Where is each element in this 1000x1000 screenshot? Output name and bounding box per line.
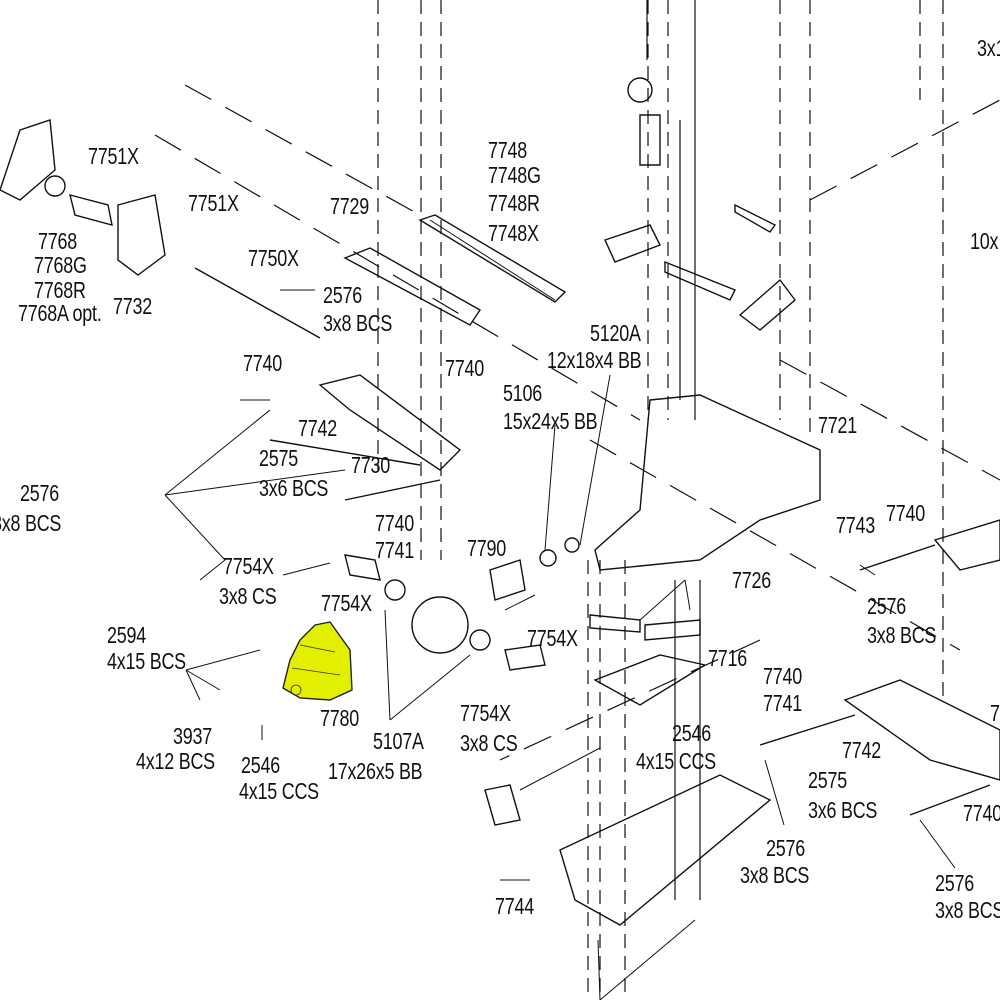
part-label: 7729 [330,193,369,219]
part-label: 2594 [107,622,146,648]
part-label: 3x8 BCS [867,622,937,648]
part-label: 7780 [320,705,359,731]
part-label: 2546 [241,752,280,778]
part-label: 7751X [188,190,239,216]
part-outlines [0,77,1000,926]
highlighted-part-7780[interactable] [282,621,353,701]
part-label: 7 [990,700,1000,726]
part-label: 7744 [495,893,534,919]
part-label: 7730 [351,452,390,478]
part-label: 7740 [375,510,414,536]
part-label: 7790 [467,535,506,561]
part-label: 2575 [259,445,298,471]
part-label: 7748R [488,190,540,216]
part-label: 7740 [445,355,484,381]
part-label: 12x18x4 BB [547,347,642,373]
axis-lines [154,84,1000,761]
solid-guide-lines [646,0,701,900]
part-label: 7754X [321,590,372,616]
part-label: 7740 [243,350,282,376]
part-label: 7742 [842,737,881,763]
part-label: 3937 [173,723,212,749]
part-label: 7768A opt. [18,300,102,326]
part-label: 7721 [818,412,857,438]
part-label: 7740 [886,500,925,526]
part-label: 4x15 CCS [239,778,319,804]
part-label: 3x8 BCS [323,310,393,336]
leader-lines [164,219,956,1000]
part-label: 7740 [763,663,802,689]
guide-lines [377,0,944,1000]
part-label: 7742 [298,415,337,441]
part-label: 3x8 BCS [0,510,62,536]
part-label: 3x8 CS [460,730,518,756]
part-label: 7748G [488,162,541,188]
highlight-detail-lines [290,644,341,696]
part-label: 7726 [732,567,771,593]
part-label: 7768R [34,277,86,303]
part-label: 7743 [836,512,875,538]
part-label: 7740 [963,800,1000,826]
part-label: 7750X [248,245,299,271]
part-label: 7754X [460,700,511,726]
part-label: 5120A [590,320,641,346]
part-label: 5107A [373,728,424,754]
part-label: 3x8 BCS [935,897,1000,923]
part-label: 2576 [766,835,805,861]
part-label: 7732 [113,293,152,319]
part-label: 4x15 CCS [636,748,716,774]
part-label: 7754X [527,625,578,651]
part-label: 7741 [763,690,802,716]
part-label: 2576 [867,593,906,619]
part-label: 7748 [488,137,527,163]
part-label: 7751X [88,143,139,169]
part-label: 3x6 BCS [259,475,329,501]
part-label: 17x26x5 BB [328,758,423,784]
part-label: 10x [970,228,999,254]
part-label: 15x24x5 BB [503,408,598,434]
part-label: 2576 [323,282,362,308]
part-label: 3x8 BCS [740,862,810,888]
part-label: 4x12 BCS [136,748,215,774]
part-label: 5106 [503,380,542,406]
part-label: 7741 [375,537,414,563]
part-label: 7754X [223,553,274,579]
part-label: 2576 [935,870,974,896]
part-label: 7768 [38,228,77,254]
part-label: 2576 [20,480,59,506]
part-label: 7748X [488,220,539,246]
part-label: 2575 [808,767,847,793]
part-label: 7716 [708,645,747,671]
part-label: 3x1 [977,35,1000,61]
part-label: 2546 [672,720,711,746]
part-label: 3x8 CS [219,583,277,609]
part-label: 3x6 BCS [808,797,878,823]
part-label: 7768G [34,252,87,278]
part-label: 4x15 BCS [107,648,186,674]
